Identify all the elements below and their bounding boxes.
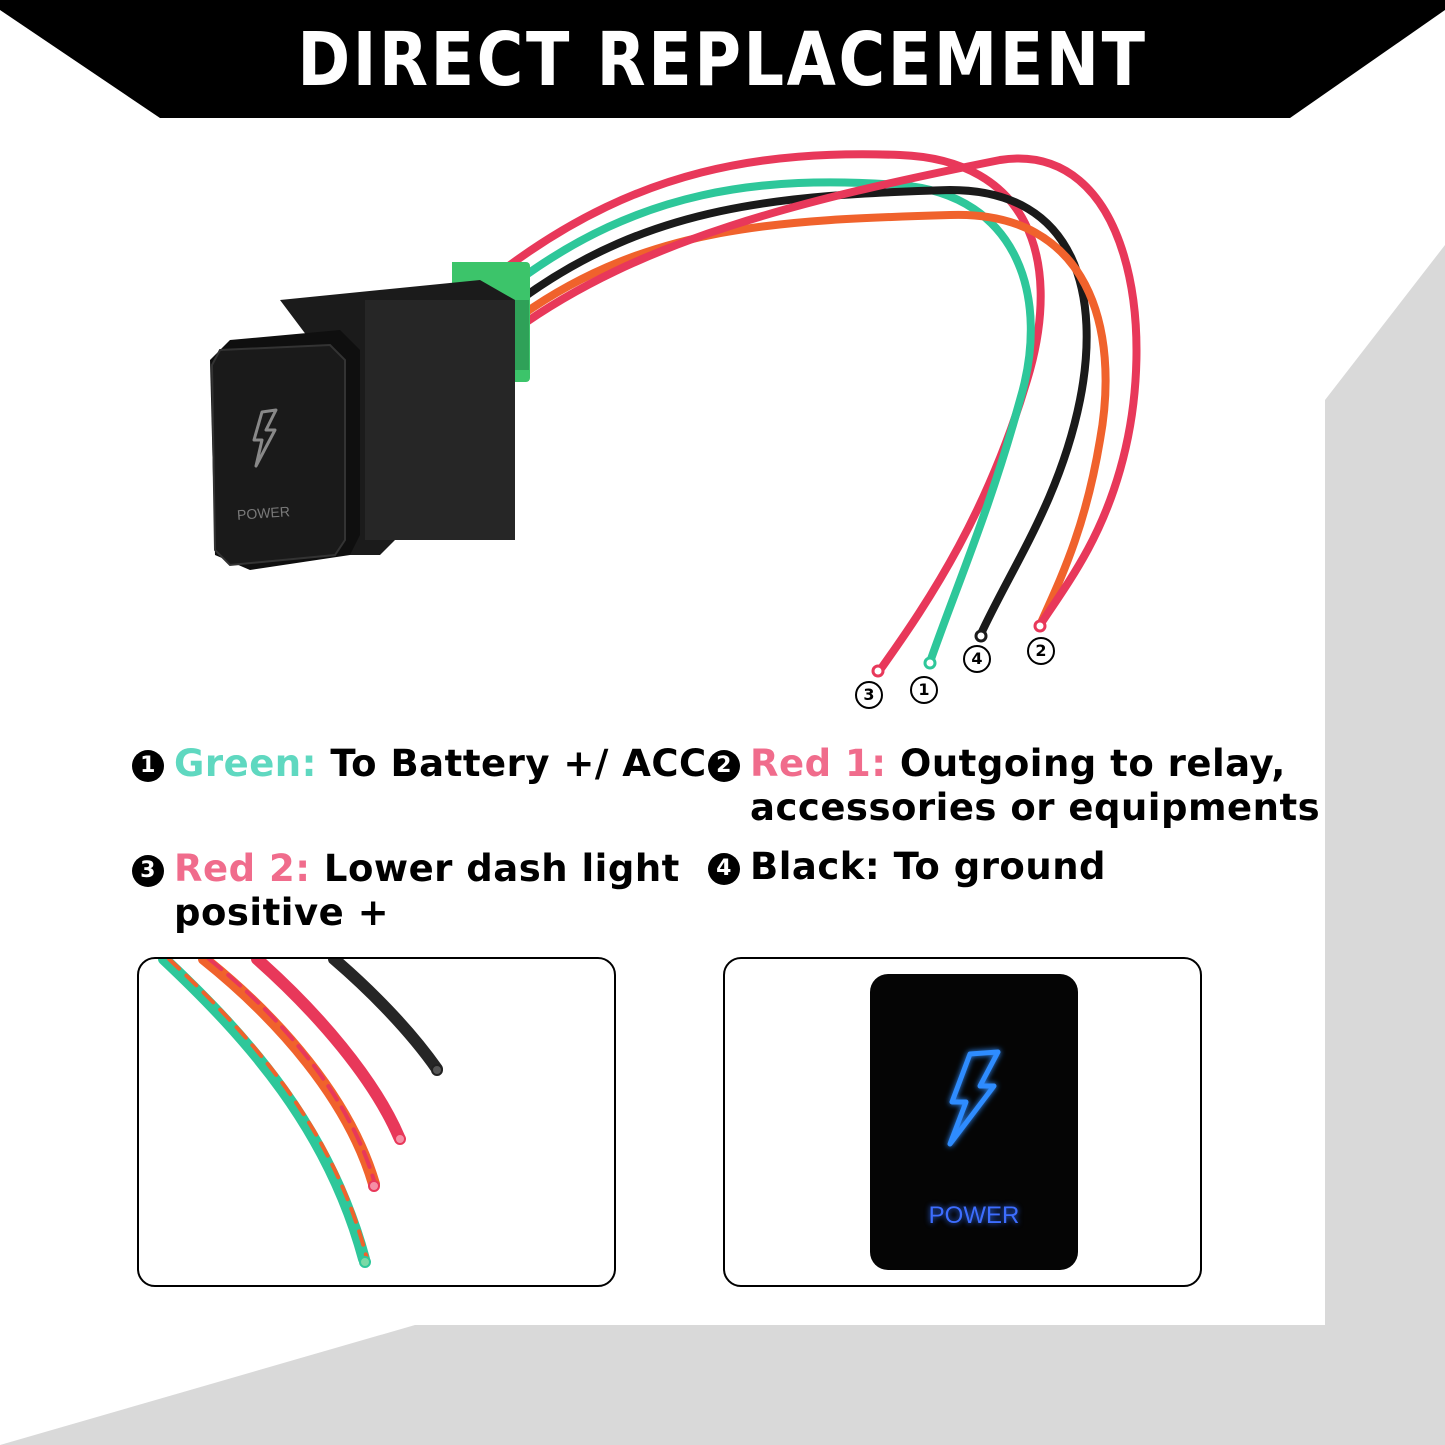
wire-red-2 bbox=[506, 150, 1045, 674]
wire-green bbox=[511, 178, 1035, 666]
switch-body bbox=[210, 280, 515, 570]
legend-number-2: 2 bbox=[708, 750, 740, 782]
lightning-bolt-icon bbox=[252, 408, 278, 468]
banner-title: DIRECT REPLACEMENT bbox=[297, 17, 1148, 103]
legend-number-4: 4 bbox=[708, 853, 740, 885]
wire-red-1 bbox=[511, 154, 1141, 629]
legend-text-continued: positive + bbox=[174, 891, 390, 934]
legend-text-continued: accessories or equipments bbox=[750, 786, 1321, 829]
legend-wire-name: Red 2: bbox=[174, 847, 311, 890]
wire-tag-4: 4 bbox=[963, 645, 991, 673]
wire-ends-closeup-panel bbox=[137, 957, 616, 1287]
legend-text: Outgoing to relay, bbox=[899, 742, 1286, 785]
wire-black bbox=[516, 185, 1091, 640]
wire-tag-1: 1 bbox=[910, 676, 938, 704]
title-banner bbox=[0, 0, 1445, 118]
legend-text: Lower dash light bbox=[323, 847, 680, 890]
legend-wire-name: Red 1: bbox=[750, 742, 887, 785]
legend-item-green: 1 Green: To Battery +/ ACC bbox=[132, 742, 707, 786]
legend-item-red-1: 2 Red 1: Outgoing to relay, accessories o… bbox=[708, 742, 1320, 830]
legend-item-black: 4 Black: To ground bbox=[708, 845, 1106, 889]
lit-switch-panel: POWER bbox=[723, 957, 1202, 1287]
lit-switch-label: POWER bbox=[928, 1202, 1020, 1229]
legend-text: To ground bbox=[893, 845, 1107, 888]
wire-ends-closeup-image bbox=[158, 959, 443, 1268]
legend-number-3: 3 bbox=[132, 855, 164, 887]
lit-switch-face: POWER bbox=[870, 974, 1078, 1270]
wire-tag-3: 3 bbox=[855, 681, 883, 709]
lit-lightning-bolt-icon bbox=[947, 1049, 1001, 1147]
legend-text: To Battery +/ ACC bbox=[330, 742, 707, 785]
legend-item-red-2: 3 Red 2: Lower dash light positive + bbox=[132, 847, 680, 935]
legend-wire-name: Black: bbox=[750, 845, 881, 888]
wire-tag-2: 2 bbox=[1027, 637, 1055, 665]
legend-number-1: 1 bbox=[132, 750, 164, 782]
legend-wire-name: Green: bbox=[174, 742, 317, 785]
wire-harness bbox=[506, 150, 1141, 678]
